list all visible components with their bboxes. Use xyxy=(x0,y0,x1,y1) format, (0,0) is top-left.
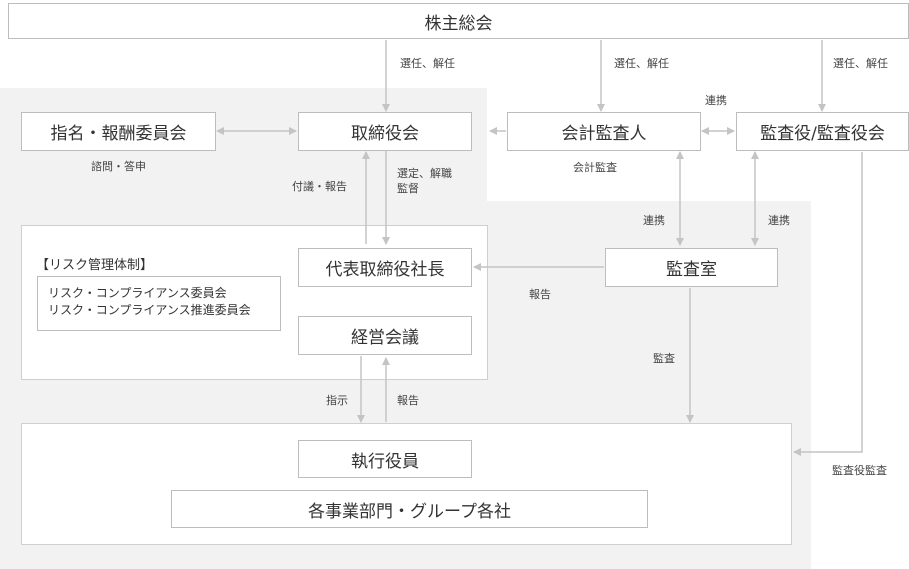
risk-committee-item: リスク・コンプライアンス委員会 xyxy=(48,286,227,300)
node-board: 取締役会 xyxy=(298,112,472,151)
edge-auditboard-execution xyxy=(793,152,863,456)
node-nomination: 指名・報酬委員会 xyxy=(21,112,216,151)
label-cooperate-left: 連携 xyxy=(643,214,665,227)
risk-committee-item: リスク・コンプライアンス推進委員会 xyxy=(48,303,251,317)
label-elect-auditboard: 選任、解任 xyxy=(833,57,888,70)
label-elect-board: 選任、解任 xyxy=(400,57,455,70)
label-instruct: 指示 xyxy=(326,394,348,407)
node-shareholders: 株主総会 xyxy=(8,3,909,39)
risk-management-title: 【リスク管理体制】 xyxy=(36,258,154,273)
label-accounting-audit: 会計監査 xyxy=(573,161,617,174)
label-select-dismiss: 選定、解職 xyxy=(397,167,452,180)
label-cooperate-right: 連携 xyxy=(768,214,790,227)
label-audit: 監査 xyxy=(653,352,675,365)
label-supervise: 監督 xyxy=(397,182,419,195)
label-cooperate-top: 連携 xyxy=(705,94,727,107)
node-divisions: 各事業部門・グループ各社 xyxy=(171,490,648,528)
node-president: 代表取締役社長 xyxy=(298,248,472,287)
node-management-meeting: 経営会議 xyxy=(298,316,472,355)
label-auditor-audit: 監査役監査 xyxy=(832,464,887,477)
label-agenda-report: 付議・報告 xyxy=(292,180,347,193)
node-audit-board: 監査役/監査役会 xyxy=(736,112,909,151)
risk-committee-list: リスク・コンプライアンス委員会 リスク・コンプライアンス推進委員会 xyxy=(37,276,281,331)
node-accounting-auditor: 会計監査人 xyxy=(507,112,701,151)
label-report-mid: 報告 xyxy=(529,288,551,301)
label-report-bottom: 報告 xyxy=(397,394,419,407)
label-elect-accounting: 選任、解任 xyxy=(614,57,669,70)
node-audit-office: 監査室 xyxy=(605,248,778,287)
node-officers: 執行役員 xyxy=(298,440,472,478)
label-consult: 諮問・答申 xyxy=(91,160,146,173)
